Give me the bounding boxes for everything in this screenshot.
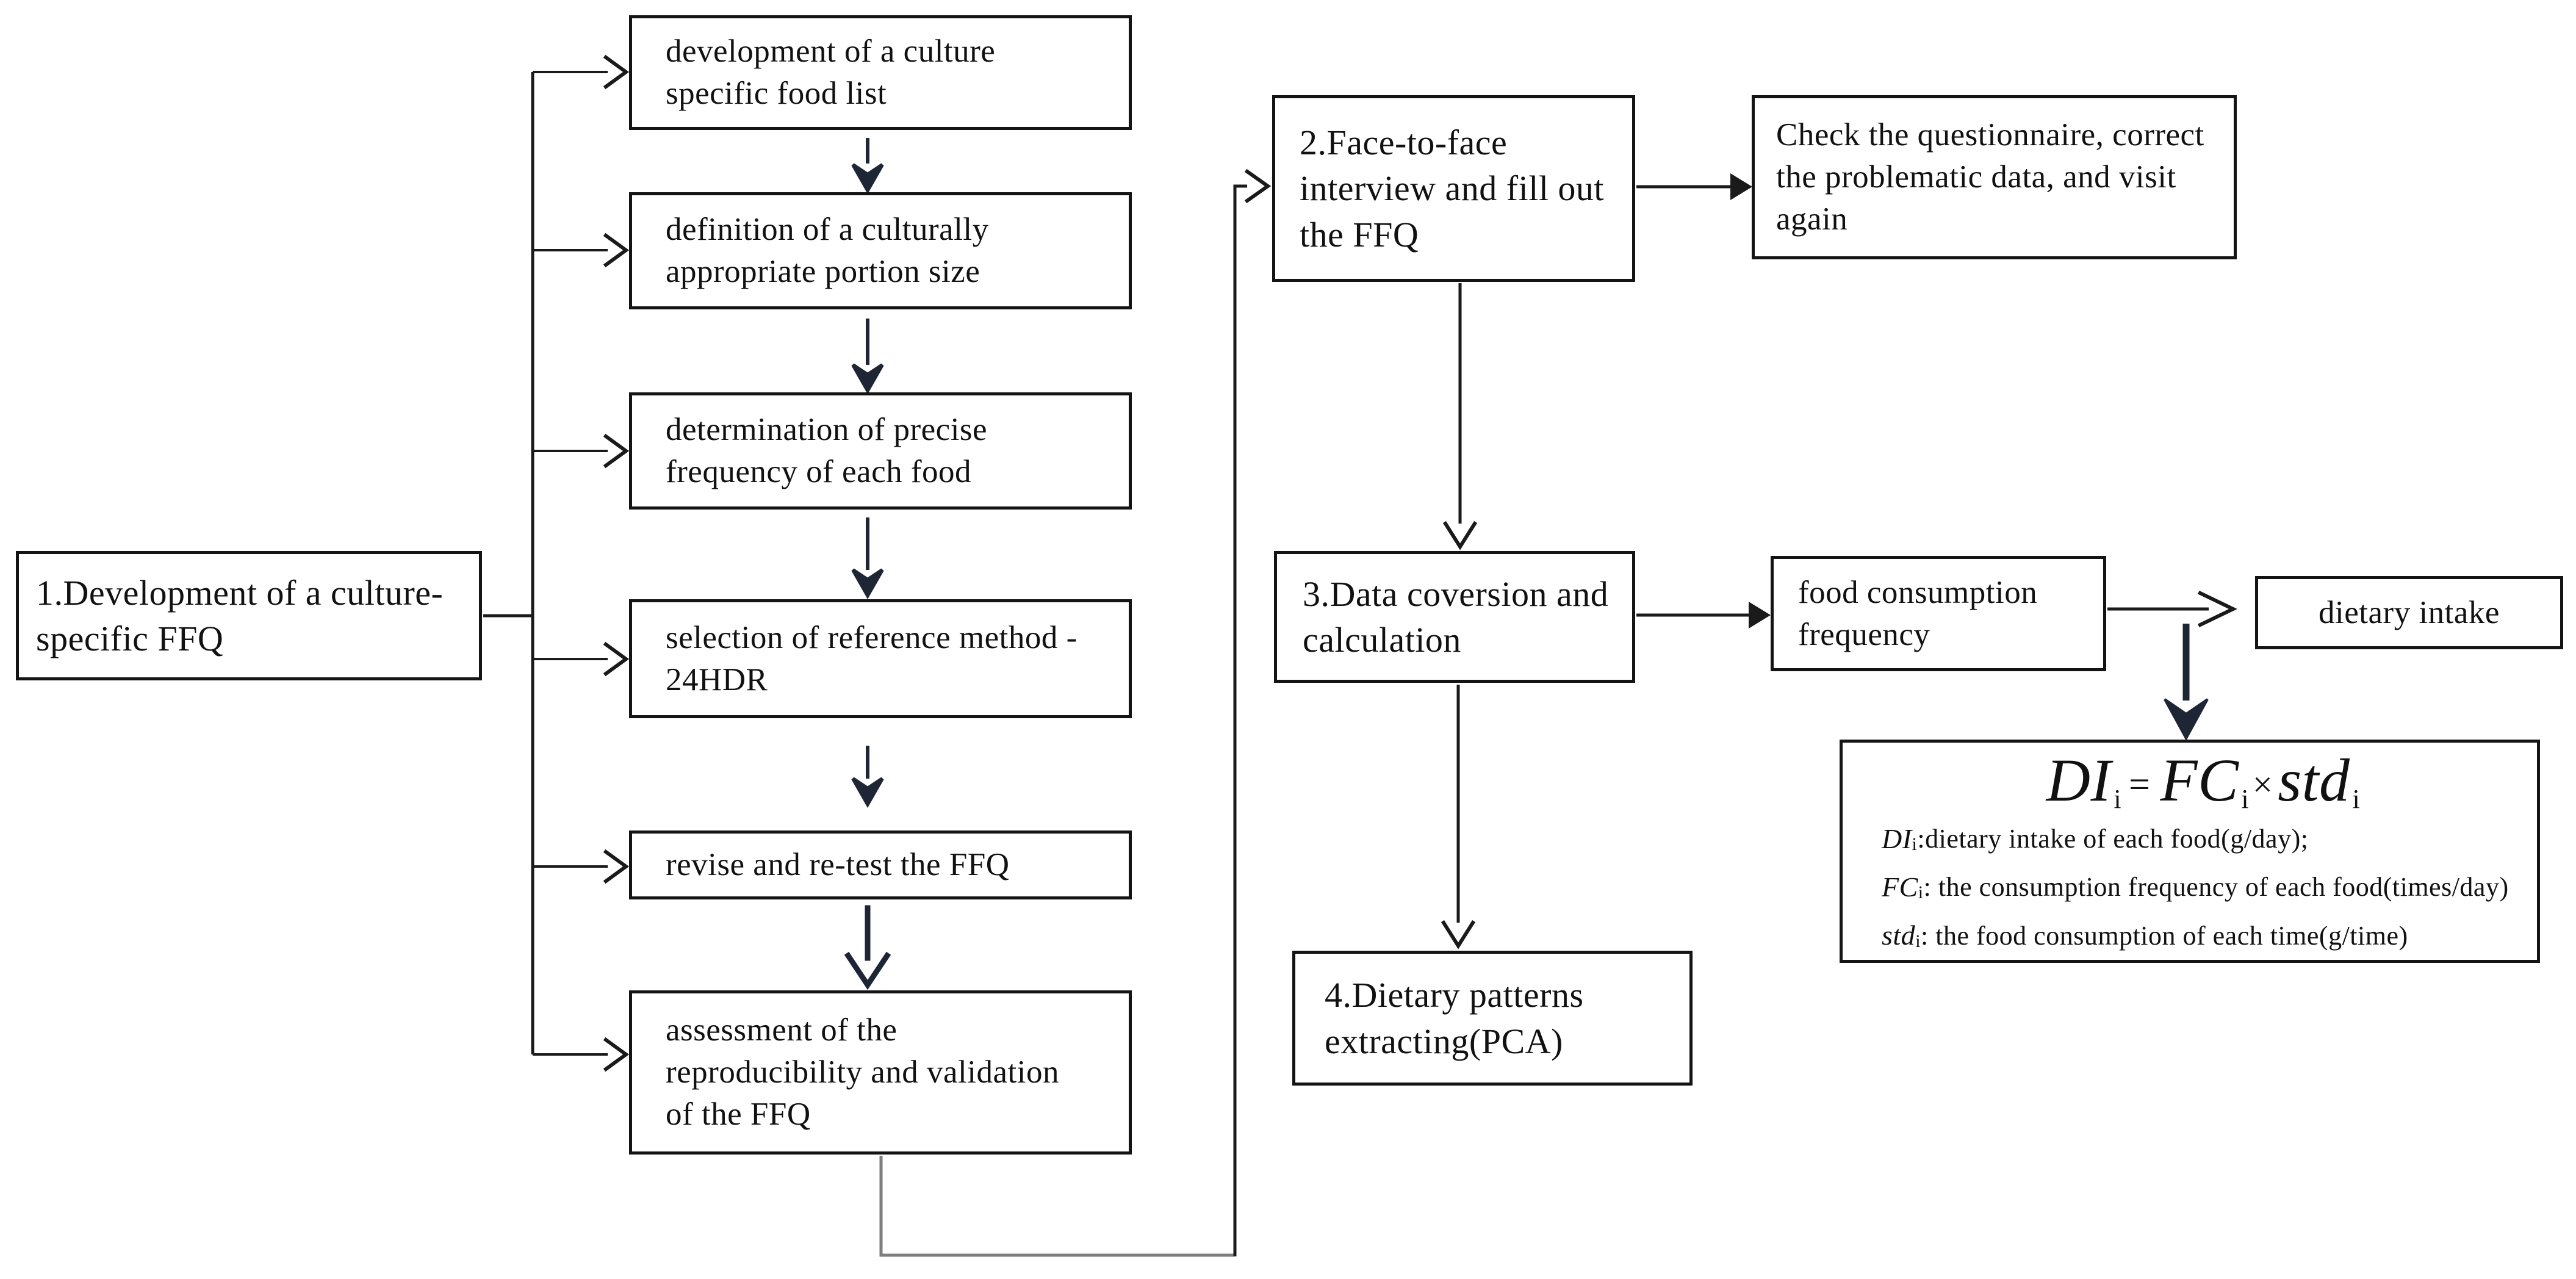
formula-definition-text: : the consumption frequency of each food… — [1923, 872, 2509, 903]
node-label: food consumption frequency — [1798, 574, 2038, 652]
node-label: assessment of the reproducibility and va… — [666, 1012, 1059, 1132]
node-label: dietary intake — [2319, 594, 2500, 630]
formula-lhs-subscript: i — [2114, 784, 2122, 815]
connector-stage3-to-foodfreq — [1636, 602, 1771, 629]
node-stage3-data-conversion: 3.Data coversion and calculation — [1274, 551, 1635, 683]
formula-definition-text: :dietary intake of each food(g/day); — [1917, 824, 2309, 854]
node-label: 4.Dietary patterns extracting(PCA) — [1325, 975, 1584, 1061]
formula-rhs1-subscript: i — [2241, 784, 2250, 815]
node-label: selection of reference method - 24HDR — [666, 619, 1078, 697]
formula-lhs: DI — [2046, 746, 2112, 814]
connector-stepF-loop — [879, 168, 1272, 1257]
connector-to-formula — [2164, 624, 2209, 741]
formula-equals: = — [2129, 763, 2151, 805]
connector-stage3-to-stage4 — [1441, 685, 1476, 949]
node-label: Check the questionnaire, correct the pro… — [1776, 117, 2204, 237]
node-label: definition of a culturally appropriate p… — [666, 212, 989, 289]
node-stage2-interview: 2.Face-to-face interview and fill out th… — [1272, 95, 1635, 282]
connector-stage2-to-stage3 — [1442, 283, 1478, 550]
node-step-frequency: determination of precise frequency of ea… — [629, 392, 1132, 510]
connector-branch-stems — [533, 71, 608, 1056]
formula-definition-text: : the food consumption of each time(g/ti… — [1921, 920, 2408, 951]
node-step-reproducibility-validation: assessment of the reproducibility and va… — [629, 990, 1132, 1155]
node-step-portion-size: definition of a culturally appropriate p… — [629, 192, 1132, 309]
connector-stepE-to-stepF — [844, 905, 891, 990]
formula-times: × — [2253, 765, 2273, 805]
node-food-consumption-frequency: food consumption frequency — [1771, 556, 2106, 671]
formula-term: std — [1882, 920, 1916, 951]
node-step-food-list: development of a culture specific food l… — [629, 15, 1132, 130]
node-step-revise-retest: revise and re-test the FFQ — [629, 830, 1132, 899]
node-label: development of a culture specific food l… — [666, 34, 996, 111]
formula-rhs1: FC — [2160, 746, 2239, 814]
node-label: 1.Development of a culture-specific FFQ — [36, 572, 444, 658]
connector-step-stack — [851, 138, 884, 809]
formula-term: DI — [1882, 823, 1912, 854]
arrowheads-branch — [603, 54, 630, 1072]
connector-foodfreq-to-dietary — [2107, 590, 2237, 628]
formula-rhs2-subscript: i — [2352, 784, 2361, 815]
node-dietary-intake: dietary intake — [2255, 576, 2563, 649]
node-label: 3.Data coversion and calculation — [1303, 574, 1609, 660]
node-label: determination of precise frequency of ea… — [666, 412, 988, 489]
formula-term-subscript: i — [1918, 882, 1924, 903]
formula-term-subscript: i — [1915, 931, 1921, 951]
node-step-reference-method: selection of reference method - 24HDR — [629, 599, 1132, 718]
node-check-questionnaire: Check the questionnaire, correct the pro… — [1752, 95, 2237, 259]
formula-term: FC — [1882, 871, 1918, 903]
node-stage1-development-ffq: 1.Development of a culture-specific FFQ — [16, 551, 482, 680]
formula-equation: DIi=FCi×stdi — [1882, 746, 2525, 815]
formula-term-subscript: i — [1912, 834, 1918, 855]
formula-rhs2: std — [2278, 746, 2350, 814]
connector-stage2-to-check — [1636, 173, 1752, 200]
node-stage4-dietary-patterns: 4.Dietary patterns extracting(PCA) — [1292, 951, 1693, 1086]
node-label: revise and re-test the FFQ — [666, 847, 1010, 883]
node-label: 2.Face-to-face interview and fill out th… — [1300, 122, 1605, 254]
